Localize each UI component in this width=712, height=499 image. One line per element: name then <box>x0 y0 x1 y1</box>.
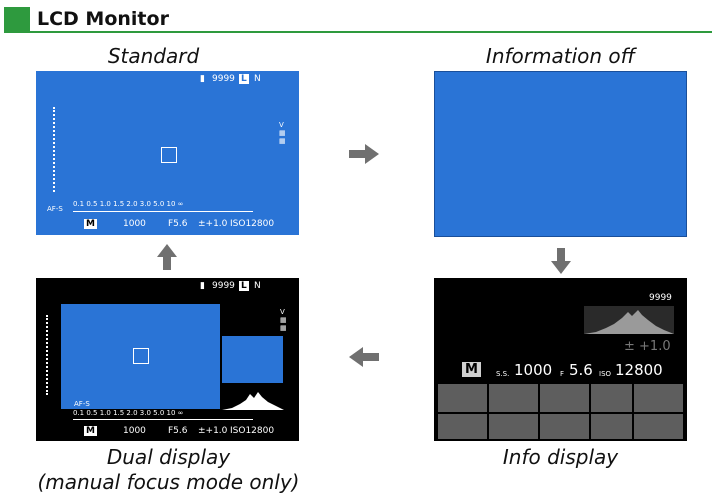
section-header: LCD Monitor <box>4 6 712 36</box>
af-mode-label: AF-S <box>47 205 63 213</box>
main-view <box>61 304 220 409</box>
caption-information-off: Information off <box>485 44 636 68</box>
mode-indicator: M <box>462 362 481 377</box>
quick-menu-tile <box>438 414 487 439</box>
exposure-scale <box>46 315 51 395</box>
quick-menu-tile <box>634 414 683 439</box>
image-quality: N <box>254 74 261 84</box>
caption-info-display: Info display <box>502 445 619 469</box>
arrow-up-icon <box>157 244 177 270</box>
quick-menu-tile <box>489 384 538 412</box>
focus-zoom-view <box>222 336 283 383</box>
arrow-right-icon <box>349 144 379 164</box>
quick-menu-tile <box>591 414 632 439</box>
focus-frame <box>133 348 149 364</box>
iso-value: ISO12800 <box>230 426 275 436</box>
iso-value: 12800 <box>615 361 663 379</box>
quick-menu-tile <box>540 384 589 412</box>
image-quality: N <box>254 281 261 291</box>
quick-menu-tile <box>634 384 683 412</box>
aperture-label: F <box>560 370 565 378</box>
caption-dual-display: Dual display <box>106 445 231 469</box>
arrow-down-icon <box>551 248 571 274</box>
film-sim-icon: V▦▦ <box>280 308 287 332</box>
image-size-icon: L <box>239 74 249 84</box>
focus-distance-scale: 0.1 0.5 1.0 1.5 2.0 3.0 5.0 10 ∞ <box>73 200 184 208</box>
histogram-graphic <box>222 392 284 410</box>
page-title: LCD Monitor <box>37 8 169 30</box>
card-icon: ▮ <box>200 74 205 84</box>
exposure-comp: ±+1.0 <box>198 219 228 229</box>
iso-value: ISO12800 <box>230 219 275 229</box>
shutter-speed: 1000 <box>123 426 146 436</box>
frame-count: 9999 <box>649 293 672 303</box>
histogram-graphic <box>584 306 674 334</box>
info-display-screen: 9999 ± +1.0 M S.S. 1000 F 5.6 ISO 12800 <box>434 278 687 441</box>
quick-menu-tile <box>540 414 589 439</box>
focus-frame <box>161 147 177 163</box>
standard-screen: ▮ 9999 L N V▦▦ AF-S 0.1 0.5 1.0 1.5 2.0 … <box>36 71 299 235</box>
focus-distance-scale: 0.1 0.5 1.0 1.5 2.0 3.0 5.0 10 ∞ <box>73 409 184 417</box>
quick-menu-tile <box>438 384 487 412</box>
quick-menu-tile <box>489 414 538 439</box>
film-sim-icon: V▦▦ <box>279 121 286 145</box>
mode-indicator: M <box>84 426 97 436</box>
aperture-value: F5.6 <box>168 219 188 229</box>
arrow-left-icon <box>349 347 379 367</box>
exposure-scale <box>53 107 58 192</box>
image-size-icon: L <box>239 281 249 291</box>
caption-standard: Standard <box>107 44 200 68</box>
dual-display-screen: ▮ 9999 L N V▦▦ AF-S 0.1 0.5 1.0 1.5 2.0 … <box>36 278 299 441</box>
info-off-screen <box>434 71 687 237</box>
exposure-comp: ± +1.0 <box>624 339 671 354</box>
shutter-label: S.S. <box>496 370 510 378</box>
section-marker <box>4 7 30 33</box>
frame-count: 9999 <box>212 74 235 84</box>
shutter-speed: 1000 <box>123 219 146 229</box>
card-icon: ▮ <box>200 281 205 291</box>
af-mode-label: AF-S <box>74 400 90 408</box>
quick-menu-tile <box>591 384 632 412</box>
caption-dual-display-note: (manual focus mode only) <box>37 470 300 494</box>
iso-label: ISO <box>599 370 612 378</box>
focus-distance-bar <box>73 211 253 212</box>
focus-distance-bar <box>73 419 253 420</box>
aperture-value: F5.6 <box>168 426 188 436</box>
aperture-value: 5.6 <box>569 361 593 379</box>
exposure-comp: ±+1.0 <box>198 426 228 436</box>
shutter-speed: 1000 <box>514 361 553 379</box>
header-rule <box>30 31 712 33</box>
mode-indicator: M <box>84 219 97 229</box>
frame-count: 9999 <box>212 281 235 291</box>
